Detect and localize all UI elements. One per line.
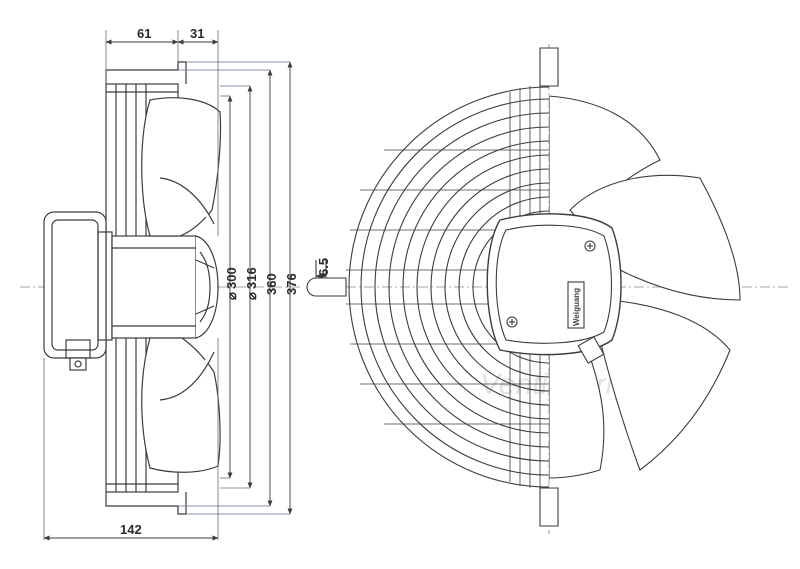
side-blades: [141, 97, 222, 473]
brand-logo: Weiguang: [572, 288, 581, 326]
side-view: [20, 30, 300, 541]
dim-360-label: 360: [264, 273, 279, 295]
side-hub: [111, 235, 219, 339]
diameter-symbol-316: ⌀: [244, 292, 259, 300]
dim-376-label: 376: [284, 273, 299, 295]
dim-142-label: 142: [120, 522, 142, 537]
dim-31-label: 31: [190, 26, 204, 41]
dim-300-label: 300: [224, 267, 239, 289]
front-view: [306, 44, 790, 534]
dim-6-5-label: 6.5: [316, 258, 331, 276]
dim-316-label: 316: [244, 267, 259, 289]
diameter-symbol-300: ⌀: [224, 292, 239, 300]
side-motor: [43, 211, 113, 371]
front-blades: [549, 95, 741, 479]
front-guard: [348, 86, 549, 488]
dim-61-label: 61: [137, 26, 151, 41]
mounting-lug: [306, 260, 347, 297]
front-motor-box: [486, 213, 622, 364]
